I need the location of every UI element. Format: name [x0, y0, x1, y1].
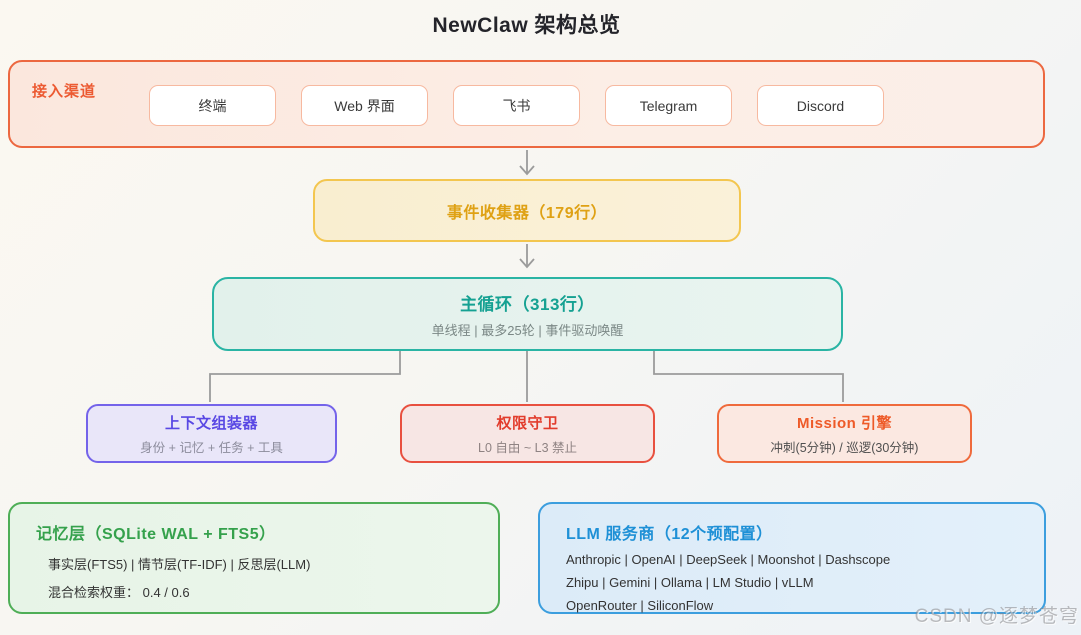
- channel-discord: Discord: [757, 85, 884, 126]
- channel-feishu: 飞书: [453, 85, 580, 126]
- context-assembler-subtitle: 身份 + 记忆 + 任务 + 工具: [140, 440, 283, 455]
- channels-label: 接入渠道: [32, 83, 97, 100]
- main-loop-title: 主循环（313行）: [460, 294, 595, 314]
- event-collector-title: 事件收集器（179行）: [446, 204, 608, 222]
- permission-guard-title: 权限守卫: [496, 414, 559, 432]
- branch-connector-left: [209, 351, 401, 402]
- channel-web: Web 界面: [301, 85, 428, 126]
- mission-engine-node: Mission 引擎 冲刺(5分钟) / 巡逻(30分钟): [717, 404, 972, 463]
- branch-connector-right: [653, 351, 844, 402]
- llm-providers-line: OpenRouter | SiliconFlow: [566, 598, 714, 613]
- memory-layer-line: 混合检索权重： 0.4 / 0.6: [48, 585, 190, 600]
- channels-container: 接入渠道 终端 Web 界面 飞书 Telegram Discord: [8, 60, 1045, 148]
- arrow-head-icon: [519, 258, 535, 269]
- llm-providers-line: Zhipu | Gemini | Ollama | LM Studio | vL…: [566, 575, 814, 590]
- mission-engine-title: Mission 引擎: [796, 414, 892, 432]
- context-assembler-title: 上下文组装器: [164, 414, 258, 432]
- event-collector-node: 事件收集器（179行）: [313, 179, 741, 242]
- permission-guard-node: 权限守卫 L0 自由 ~ L3 禁止: [400, 404, 655, 463]
- channel-telegram: Telegram: [605, 85, 732, 126]
- memory-layer-node: 记忆层（SQLite WAL + FTS5） 事实层(FTS5) | 情节层(T…: [8, 502, 500, 614]
- arrow-head-icon: [519, 165, 535, 176]
- channel-terminal: 终端: [149, 85, 276, 126]
- mission-engine-subtitle: 冲刺(5分钟) / 巡逻(30分钟): [770, 440, 919, 455]
- main-loop-node: 主循环（313行） 单线程 | 最多25轮 | 事件驱动唤醒: [212, 277, 843, 351]
- page-title: NewClaw 架构总览: [432, 14, 621, 37]
- llm-providers-line: Anthropic | OpenAI | DeepSeek | Moonshot…: [566, 552, 891, 567]
- llm-providers-title: LLM 服务商（12个预配置）: [566, 526, 773, 543]
- permission-guard-subtitle: L0 自由 ~ L3 禁止: [478, 440, 577, 455]
- watermark: CSDN @逐梦苍穹: [914, 606, 1079, 627]
- memory-layer-title: 记忆层（SQLite WAL + FTS5）: [36, 526, 276, 543]
- main-loop-subtitle: 单线程 | 最多25轮 | 事件驱动唤醒: [431, 322, 624, 338]
- context-assembler-node: 上下文组装器 身份 + 记忆 + 任务 + 工具: [86, 404, 337, 463]
- llm-providers-node: LLM 服务商（12个预配置） Anthropic | OpenAI | Dee…: [538, 502, 1046, 614]
- memory-layer-line: 事实层(FTS5) | 情节层(TF-IDF) | 反思层(LLM): [48, 557, 311, 572]
